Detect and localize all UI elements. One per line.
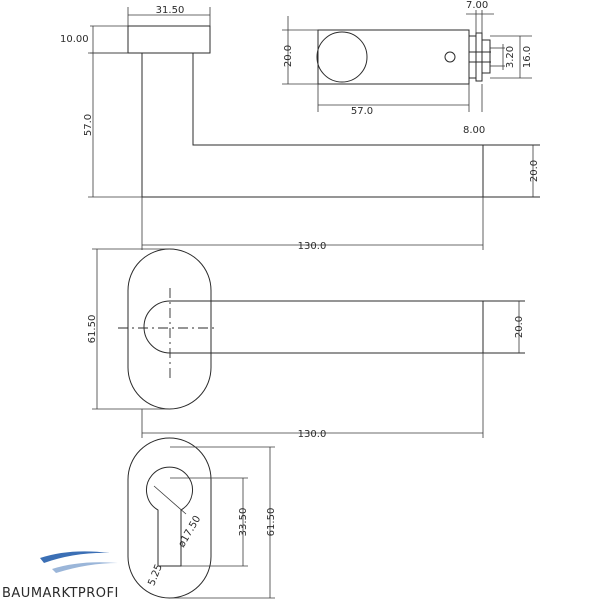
- rosette-plan: [127, 248, 212, 410]
- dim-grip-height: 20.0: [529, 160, 540, 182]
- dim-plan-total-length: 130.0: [298, 429, 327, 440]
- side-view: 31.50 10.00 57.0 20.0 130.0: [60, 5, 540, 252]
- dim-screw-height: 16.0: [522, 46, 533, 68]
- logo-swoosh: [40, 551, 110, 563]
- lever-plan: [143, 300, 484, 354]
- dim-spindle-offset: 8.00: [463, 125, 485, 136]
- dim-boss-to-screw: 57.0: [351, 106, 373, 117]
- rosette-side: [127, 25, 211, 54]
- escutcheon-outline: [127, 437, 212, 599]
- dim-plan-grip-height: 20.0: [514, 316, 525, 338]
- dim-cylinder-slot: 5.25: [146, 563, 165, 588]
- spindle-detail: 7.00 20.0 57.0 8.00 16.0 3.20: [282, 0, 533, 136]
- detail-body: [317, 29, 470, 85]
- dim-spindle-width: 7.00: [466, 0, 488, 11]
- dim-cylinder-diameter: ø17.50: [176, 514, 203, 550]
- dim-rosette-height: 10.00: [60, 34, 89, 45]
- brand-logo: BAUMARKTPROFI: [2, 551, 119, 600]
- plan-view: 61.50 20.0 130.0: [87, 248, 525, 440]
- logo-swoosh-shadow: [52, 562, 118, 573]
- dim-escutcheon-height: 61.50: [266, 508, 277, 537]
- logo-text: BAUMARKTPROFI: [2, 586, 119, 600]
- cylinder-cutout: [146, 466, 193, 567]
- dim-total-length-side: 130.0: [298, 241, 327, 252]
- dim-boss-diameter: 20.0: [283, 45, 294, 67]
- dim-screw-diameter: 3.20: [505, 46, 516, 68]
- dim-plan-rosette-height: 61.50: [87, 315, 98, 344]
- boss-circle: [316, 31, 368, 83]
- escutcheon-view: ø17.50 5.25 33.50 61.50: [127, 437, 277, 599]
- dim-cylinder-height: 33.50: [238, 508, 249, 537]
- dim-lever-vertical: 57.0: [83, 114, 94, 136]
- lever-side: [141, 53, 484, 198]
- dim-rosette-width: 31.50: [156, 5, 185, 16]
- screw-circle: [444, 51, 456, 63]
